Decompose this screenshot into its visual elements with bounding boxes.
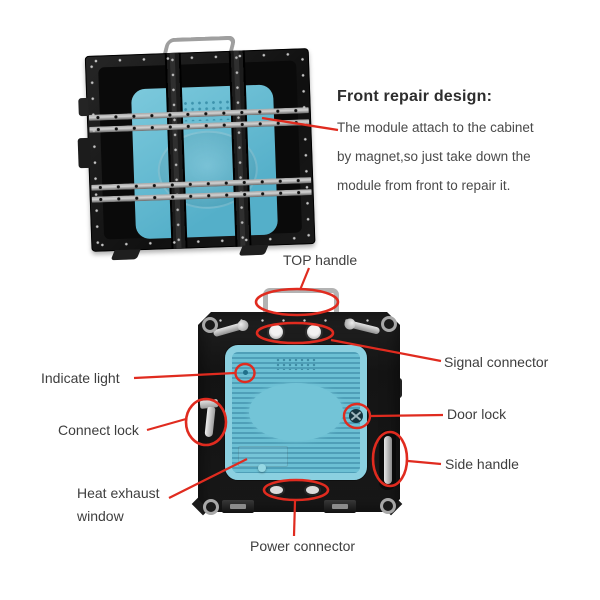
description-line: by magnet,so just take down the (337, 149, 531, 164)
description-block: Front repair design: The module attach t… (337, 88, 557, 200)
screw-dot-row (218, 318, 376, 323)
side-handle-pointer-line (407, 459, 442, 466)
top-handle-label: TOP handle (283, 252, 358, 268)
description-body: The module attach to the cabinet by magn… (337, 113, 557, 200)
side-handle-label: Side handle (445, 456, 519, 472)
front-cabinet-frame (84, 48, 316, 252)
heat-exhaust-label-line1: Heat exhaust (77, 485, 160, 501)
corner-ring (380, 498, 396, 514)
power-connector-hole (306, 486, 319, 494)
front-side-bracket (78, 97, 89, 117)
signal-connector-hole (269, 325, 283, 339)
indicate-light-label: Indicate light (41, 370, 120, 386)
front-cabinet-photo (77, 32, 319, 262)
back-module-panel (225, 345, 367, 480)
heat-exhaust-label: Heat exhaust window (77, 482, 160, 528)
corner-ring (203, 499, 219, 515)
panel-vent-dots (276, 358, 316, 370)
indicate-light-dot (243, 370, 248, 375)
door-lock-knob (349, 409, 363, 423)
front-side-bracket (77, 137, 91, 169)
corner-ring (202, 317, 218, 333)
panel-knob (258, 464, 266, 472)
heat-exhaust-window-area (238, 446, 288, 467)
back-cabinet-foot (324, 500, 356, 513)
rivet-strip (299, 52, 312, 241)
heat-exhaust-label-line2: window (77, 508, 124, 524)
description-line: module from front to repair it. (337, 178, 511, 193)
power-connector-hole (270, 486, 283, 494)
corner-ring (381, 316, 397, 332)
connect-lock-pointer-line (146, 417, 187, 432)
description-title: Front repair design: (337, 88, 493, 105)
power-connector-label: Power connector (250, 538, 356, 554)
signal-connector-label: Signal connector (444, 354, 549, 370)
connect-lock-stem (204, 406, 216, 438)
connect-lock-label: Connect lock (58, 422, 139, 438)
front-cabinet-foot (110, 249, 141, 261)
panel-center-dome (249, 383, 343, 441)
signal-connector-hole (307, 325, 321, 339)
description-line: The module attach to the cabinet (337, 120, 534, 135)
front-cabinet-foot (238, 244, 269, 256)
connect-lock-lever (198, 398, 222, 444)
back-cabinet-foot (222, 500, 254, 513)
back-cabinet-photo (191, 286, 403, 518)
front-led-module (130, 84, 279, 240)
side-handle-bar (384, 436, 392, 484)
door-lock-label: Door lock (447, 406, 507, 422)
